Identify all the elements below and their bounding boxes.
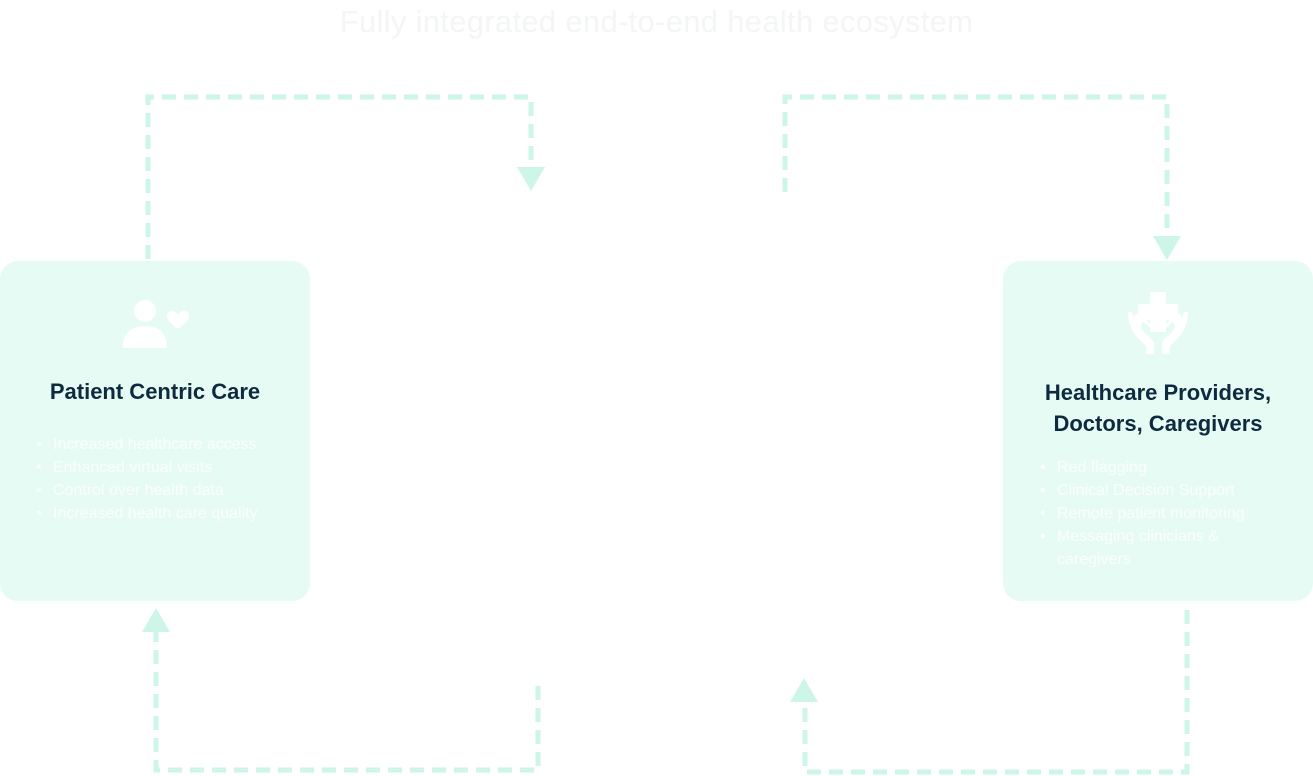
providers-card-heading: Healthcare Providers, Doctors, Caregiver…: [1003, 377, 1313, 439]
providers-feature-list: Red flagging Clinical Decision Support R…: [1039, 456, 1297, 571]
patient-centric-card: [0, 261, 310, 601]
arrow-bottom-right: [802, 610, 1190, 775]
patient-feature-item: Increased healthcare access: [36, 433, 263, 456]
providers-heading-line2: Doctors, Caregivers: [1053, 411, 1263, 436]
patient-card-heading: Patient Centric Care: [49, 379, 261, 404]
arrowhead-top-left: [517, 167, 545, 191]
providers-feature-item: Clinical Decision Support: [1040, 479, 1297, 502]
arrowhead-bottom-left: [142, 608, 170, 632]
patient-feature-item: Control over health data: [36, 479, 263, 502]
arrow-top-right: [782, 94, 1170, 238]
arrowhead-bottom-right: [790, 678, 818, 702]
providers-heading-line1: Healthcare Providers,: [1044, 380, 1272, 405]
patient-heart-icon: [123, 300, 189, 348]
providers-feature-item: Remote patient monitoring: [1040, 502, 1297, 525]
patient-feature-item: Enhanced virtual visits: [36, 456, 263, 479]
patient-feature-list: Increased healthcare access Enhanced vir…: [35, 433, 263, 525]
arrow-bottom-left: [153, 630, 541, 773]
providers-feature-item: Red flagging: [1040, 456, 1297, 479]
arrowhead-top-right: [1153, 236, 1181, 260]
diagram-title: Fully integrated end-to-end health ecosy…: [339, 4, 974, 39]
providers-feature-item: Messaging clinicians & caregivers: [1040, 525, 1297, 571]
arrow-top-left: [145, 94, 534, 259]
care-hands-cross-icon: [1128, 292, 1188, 354]
patient-feature-item: Increased health care quality: [36, 502, 263, 525]
